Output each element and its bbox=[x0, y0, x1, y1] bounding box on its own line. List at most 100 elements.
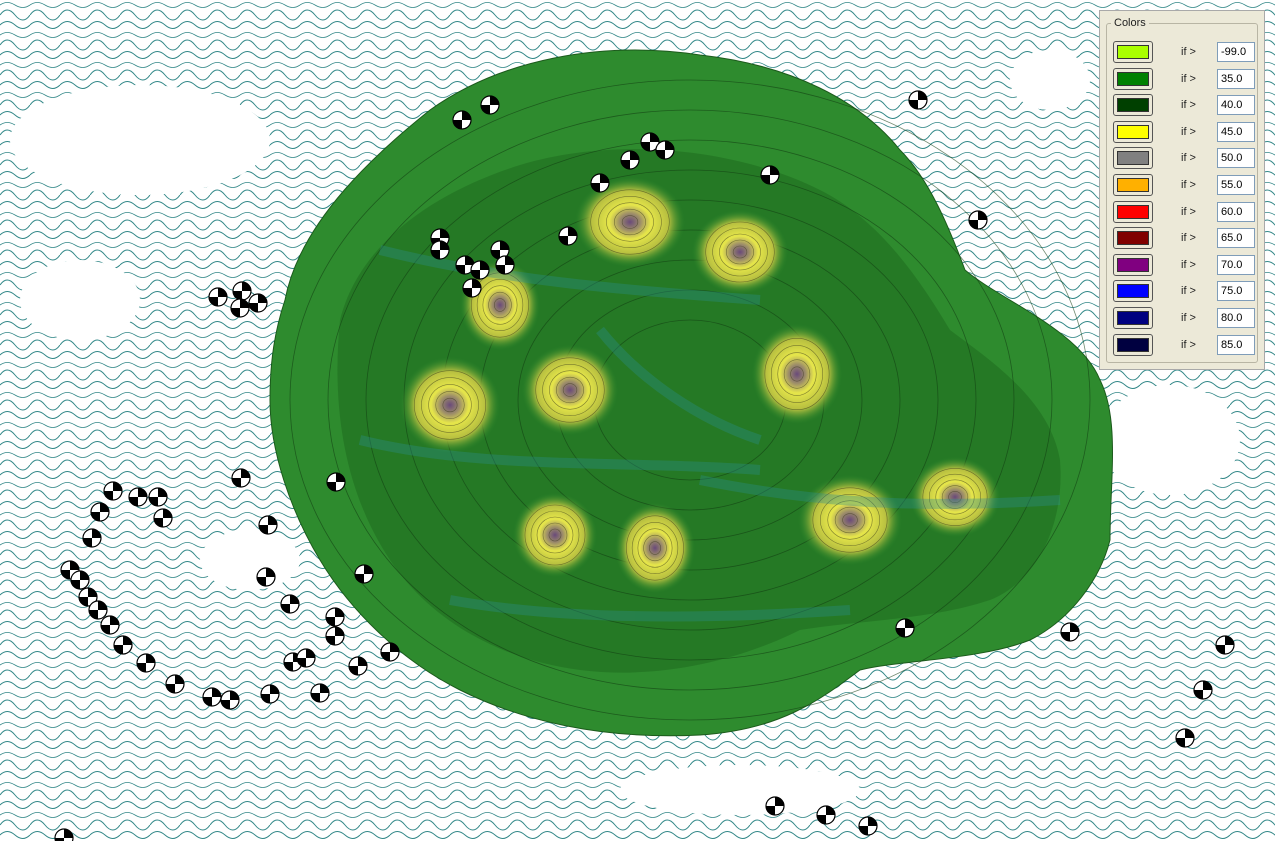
threshold-label: if > bbox=[1181, 285, 1196, 298]
color-swatch bbox=[1117, 231, 1149, 246]
survey-marker-icon bbox=[232, 281, 252, 301]
colors-panel-title: Colors bbox=[1114, 17, 1146, 29]
survey-marker-icon bbox=[202, 687, 222, 707]
survey-marker-icon bbox=[280, 594, 300, 614]
survey-marker-icon bbox=[495, 255, 515, 275]
color-swatch bbox=[1117, 151, 1149, 166]
threshold-input[interactable] bbox=[1217, 334, 1255, 355]
threshold-input[interactable] bbox=[1217, 281, 1255, 302]
survey-marker-icon bbox=[430, 240, 450, 260]
marker-layer bbox=[54, 90, 1235, 841]
survey-marker-icon bbox=[1060, 622, 1080, 642]
survey-marker-icon bbox=[103, 481, 123, 501]
color-swatch bbox=[1117, 337, 1149, 352]
threshold-label: if > bbox=[1181, 338, 1196, 351]
survey-marker-icon bbox=[248, 293, 268, 313]
threshold-label: if > bbox=[1181, 179, 1196, 191]
threshold-label: if > bbox=[1181, 152, 1196, 165]
color-swatch bbox=[1117, 124, 1149, 139]
survey-marker-icon bbox=[100, 615, 120, 635]
survey-marker-icon bbox=[325, 607, 345, 627]
survey-marker-icon bbox=[1193, 680, 1213, 700]
color-swatch-button[interactable] bbox=[1113, 174, 1153, 196]
survey-marker-icon bbox=[310, 683, 330, 703]
peak bbox=[910, 457, 1000, 537]
threshold-input[interactable] bbox=[1217, 68, 1255, 89]
color-swatch-button[interactable] bbox=[1113, 200, 1153, 223]
survey-marker-icon bbox=[82, 528, 102, 548]
threshold-label: if > bbox=[1181, 46, 1196, 58]
threshold-input[interactable] bbox=[1217, 201, 1255, 222]
survey-marker-icon bbox=[480, 95, 500, 115]
threshold-input[interactable] bbox=[1217, 175, 1255, 195]
color-swatch-button[interactable] bbox=[1113, 227, 1153, 250]
color-row: if > bbox=[1107, 92, 1261, 118]
island-contour bbox=[327, 109, 1053, 691]
survey-marker-icon bbox=[765, 796, 785, 816]
survey-marker-icon bbox=[296, 648, 316, 668]
survey-marker-icon bbox=[70, 570, 90, 590]
threshold-label: if > bbox=[1181, 232, 1196, 245]
color-swatch-button[interactable] bbox=[1113, 333, 1153, 356]
peak bbox=[522, 345, 618, 435]
survey-marker-icon bbox=[128, 487, 148, 507]
peak bbox=[752, 324, 842, 424]
color-swatch bbox=[1117, 311, 1149, 325]
color-swatch bbox=[1117, 45, 1149, 59]
survey-marker-icon bbox=[325, 626, 345, 646]
survey-marker-icon bbox=[895, 618, 915, 638]
threshold-label: if > bbox=[1181, 312, 1196, 324]
ridge-streaks bbox=[358, 245, 1061, 622]
survey-marker-icon bbox=[153, 508, 173, 528]
threshold-input[interactable] bbox=[1217, 42, 1255, 62]
survey-marker-icon bbox=[620, 150, 640, 170]
color-row: if > bbox=[1107, 305, 1261, 331]
peak bbox=[575, 177, 685, 267]
color-swatch bbox=[1117, 71, 1149, 86]
color-swatch-button[interactable] bbox=[1113, 307, 1153, 329]
threshold-input[interactable] bbox=[1217, 228, 1255, 249]
threshold-input[interactable] bbox=[1217, 254, 1255, 275]
survey-marker-icon bbox=[760, 165, 780, 185]
color-swatch-button[interactable] bbox=[1113, 41, 1153, 63]
survey-marker-icon bbox=[220, 690, 240, 710]
color-swatch-button[interactable] bbox=[1113, 67, 1153, 90]
color-swatch-button[interactable] bbox=[1113, 253, 1153, 276]
survey-marker-icon bbox=[908, 90, 928, 110]
color-swatch-button[interactable] bbox=[1113, 280, 1153, 303]
threshold-input[interactable] bbox=[1217, 95, 1255, 116]
survey-marker-icon bbox=[380, 642, 400, 662]
color-swatch-button[interactable] bbox=[1113, 147, 1153, 170]
survey-marker-icon bbox=[136, 653, 156, 673]
survey-marker-icon bbox=[54, 828, 74, 841]
color-swatch bbox=[1117, 284, 1149, 299]
survey-marker-icon bbox=[231, 468, 251, 488]
color-row: if > bbox=[1107, 225, 1261, 251]
survey-marker-icon bbox=[208, 287, 228, 307]
peak bbox=[615, 503, 695, 593]
survey-marker-icon bbox=[348, 656, 368, 676]
survey-marker-icon bbox=[148, 487, 168, 507]
color-row: if > bbox=[1107, 39, 1261, 65]
threshold-input[interactable] bbox=[1217, 148, 1255, 169]
survey-marker-icon bbox=[1175, 728, 1195, 748]
color-swatch bbox=[1117, 204, 1149, 219]
color-row: if > bbox=[1107, 145, 1261, 171]
survey-marker-icon bbox=[640, 132, 660, 152]
peak-layer bbox=[400, 177, 1000, 593]
survey-marker-icon bbox=[470, 260, 490, 280]
peak bbox=[692, 210, 788, 294]
threshold-input[interactable] bbox=[1217, 121, 1255, 142]
island-contour bbox=[365, 139, 1015, 661]
color-row: if > bbox=[1107, 252, 1261, 278]
survey-marker-icon bbox=[258, 515, 278, 535]
survey-marker-icon bbox=[260, 684, 280, 704]
color-row: if > bbox=[1107, 172, 1261, 198]
color-swatch bbox=[1117, 98, 1149, 113]
color-swatch-button[interactable] bbox=[1113, 94, 1153, 117]
threshold-input[interactable] bbox=[1217, 308, 1255, 328]
survey-marker-icon bbox=[256, 567, 276, 587]
color-swatch bbox=[1117, 178, 1149, 192]
color-swatch-button[interactable] bbox=[1113, 120, 1153, 143]
